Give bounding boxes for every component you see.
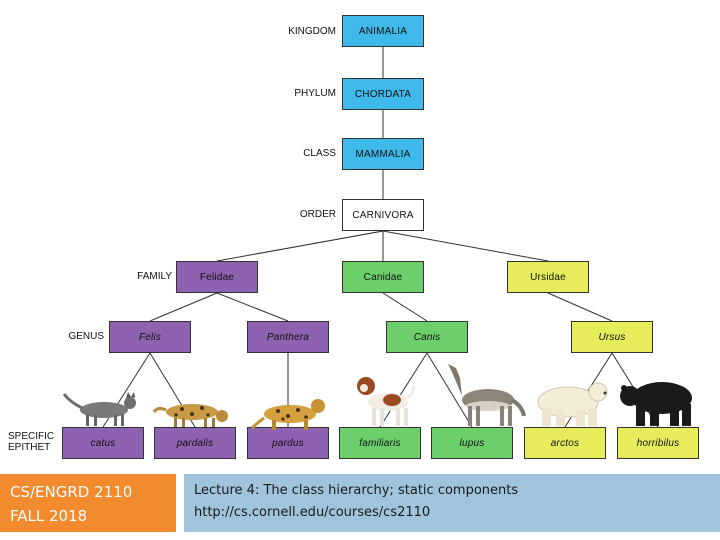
ocelot-icon xyxy=(152,404,228,427)
polar-bear-icon xyxy=(537,382,608,426)
rank-kingdom: KINGDOM xyxy=(288,26,336,37)
lecture-info-box: Lecture 4: The class hierarchy; static c… xyxy=(184,474,720,532)
node-carnivora: CARNIVORA xyxy=(342,199,424,231)
node-canidae: Canidae xyxy=(342,261,424,293)
rank-epithet-label: EPITHET xyxy=(8,442,51,453)
dog-icon xyxy=(357,377,416,426)
node-felidae: Felidae xyxy=(176,261,258,293)
node-mammalia: MAMMALIA xyxy=(342,138,424,170)
course-term: FALL 2018 xyxy=(10,507,88,525)
rank-specific-label: SPECIFIC xyxy=(8,431,55,442)
course-name: CS/ENGRD 2110 xyxy=(10,483,133,501)
node-pardalis: pardalis xyxy=(154,427,236,459)
node-panthera: Panthera xyxy=(247,321,329,353)
course-info-box: CS/ENGRD 2110 FALL 2018 xyxy=(0,474,176,532)
leopard-icon xyxy=(250,399,325,430)
rank-class: CLASS xyxy=(303,148,336,159)
rank-order: ORDER xyxy=(299,209,336,220)
rank-genus: GENUS xyxy=(68,331,104,342)
node-ursus: Ursus xyxy=(571,321,653,353)
node-ursidae: Ursidae xyxy=(507,261,589,293)
black-bear-icon xyxy=(620,382,692,426)
taxonomy-diagram: KINGDOM PHYLUM CLASS ORDER FAMILY GENUS … xyxy=(8,15,699,459)
node-pardus: pardus xyxy=(247,427,329,459)
wolf-icon xyxy=(448,364,526,426)
node-familiaris: familiaris xyxy=(339,427,421,459)
node-felis: Felis xyxy=(109,321,191,353)
node-canis: Canis xyxy=(386,321,468,353)
node-horribilus: horribilus xyxy=(617,427,699,459)
node-catus: catus xyxy=(62,427,144,459)
rank-family: FAMILY xyxy=(137,271,172,282)
slide-footer: CS/ENGRD 2110 FALL 2018 Lecture 4: The c… xyxy=(0,474,720,540)
node-chordata: CHORDATA xyxy=(342,78,424,110)
lecture-url: http://cs.cornell.edu/courses/cs2110 xyxy=(194,505,431,520)
node-animalia: ANIMALIA xyxy=(342,15,424,47)
node-arctos: arctos xyxy=(524,427,606,459)
cat-icon xyxy=(62,392,136,426)
rank-specific-epithet: SPECIFIC EPITHET xyxy=(8,431,68,453)
rank-phylum: PHYLUM xyxy=(294,88,336,99)
node-lupus: lupus xyxy=(431,427,513,459)
lecture-title: Lecture 4: The class hierarchy; static c… xyxy=(194,483,519,498)
